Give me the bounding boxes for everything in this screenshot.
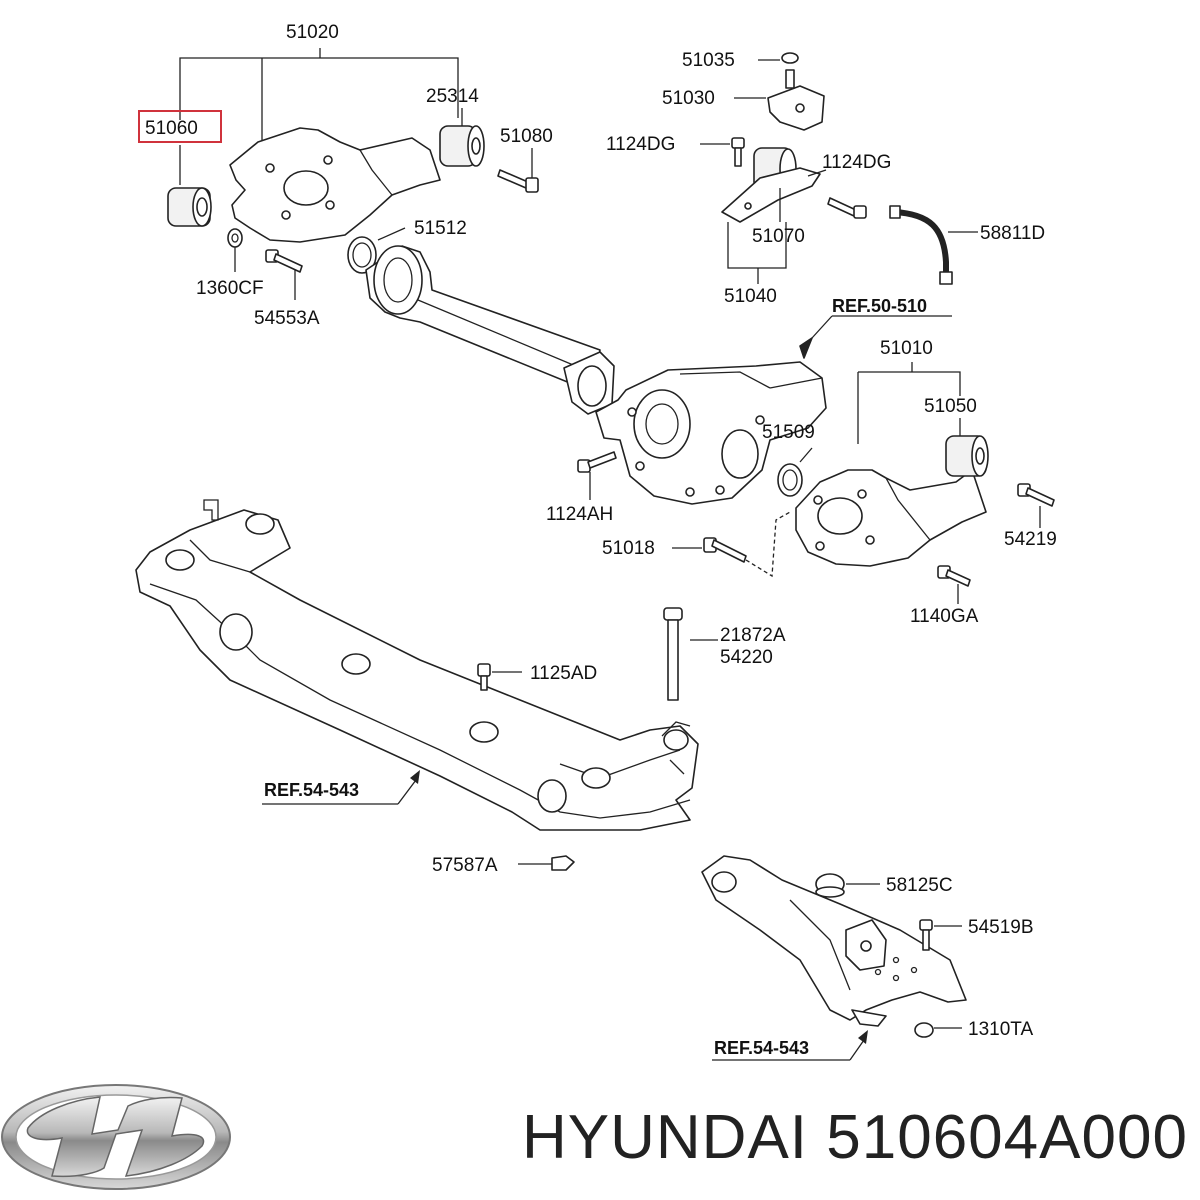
axle-tube <box>365 245 615 415</box>
label-54553A: 54553A <box>254 308 320 329</box>
washer-1360CF <box>227 228 243 272</box>
label-58811D: 58811D <box>980 223 1045 244</box>
label-1310TA: 1310TA <box>968 1019 1033 1040</box>
bracket-51020 <box>167 48 539 300</box>
label-1140GA: 1140GA <box>910 606 979 627</box>
mount-group-51040 <box>700 52 867 284</box>
label-51018: 51018 <box>602 538 655 559</box>
lower-arm <box>701 855 967 1027</box>
ref-arrow-54-543-b <box>712 1030 868 1061</box>
label-51010: 51010 <box>880 338 933 359</box>
label-1124AH: 1124AH <box>546 504 613 525</box>
bushing-51070 <box>721 147 827 223</box>
bolt-54553A <box>265 249 303 300</box>
label-57587A: 57587A <box>432 855 498 876</box>
label-25314: 25314 <box>426 86 479 107</box>
label-51080: 51080 <box>500 126 553 147</box>
bolt-54519B <box>919 919 962 951</box>
label-ref-54-543-b: REF.54-543 <box>714 1038 809 1058</box>
label-51035: 51035 <box>682 50 735 71</box>
brand-footer <box>1 1084 231 1190</box>
nut-51035 <box>781 52 799 64</box>
ref-arrow-54-543-a <box>262 770 420 805</box>
seal-51509 <box>777 447 813 497</box>
bolt-1140GA <box>937 565 971 604</box>
label-1124DG-left: 1124DG <box>606 134 675 155</box>
label-54219: 54219 <box>1004 529 1057 550</box>
label-1125AD: 1125AD <box>530 663 597 684</box>
hose-58811D <box>889 205 978 285</box>
highlight-box-51060 <box>138 110 222 143</box>
label-51040: 51040 <box>724 286 777 307</box>
bolt-51080 <box>497 148 539 193</box>
bolt-1124DG-right <box>827 197 867 219</box>
nut-1310TA <box>914 1022 962 1038</box>
label-51070: 51070 <box>752 226 805 247</box>
bushing-25314 <box>439 108 485 167</box>
label-51060: 51060 <box>145 118 198 139</box>
differential-housing <box>595 315 952 505</box>
label-51509: 51509 <box>762 422 815 443</box>
label-54519B: 54519B <box>968 917 1034 938</box>
bolt-1124DG-left <box>700 137 745 167</box>
bolt-1125AD <box>477 663 522 691</box>
bushing-51050 <box>945 435 989 477</box>
bolt-54219 <box>1017 483 1055 528</box>
bolt-1124AH <box>577 451 617 500</box>
label-51050: 51050 <box>924 396 977 417</box>
bushing-51060 <box>167 187 212 227</box>
label-1124DG-right: 1124DG <box>822 152 891 173</box>
bolt-21872A-54220 <box>663 607 718 701</box>
label-21872A: 21872A <box>720 625 786 646</box>
label-51030: 51030 <box>662 88 715 109</box>
label-51512: 51512 <box>414 218 467 239</box>
label-58125C: 58125C <box>886 875 953 896</box>
seal-51512 <box>347 227 406 274</box>
bracket-51030 <box>734 69 825 131</box>
label-1360CF: 1360CF <box>196 278 264 299</box>
hyundai-logo-icon <box>1 1084 231 1190</box>
label-54220: 54220 <box>720 647 773 668</box>
label-ref-54-543-a: REF.54-543 <box>264 780 359 800</box>
bolt-51018 <box>672 511 791 578</box>
crossmember-frame <box>135 499 699 831</box>
label-ref-50-510: REF.50-510 <box>832 296 927 316</box>
brand-caption: HYUNDAI 510604A000 <box>522 1103 1188 1172</box>
label-51020: 51020 <box>286 22 339 43</box>
cap-58125C <box>815 873 880 898</box>
bracket-51010 <box>795 362 989 567</box>
clip-57587A <box>518 855 575 871</box>
